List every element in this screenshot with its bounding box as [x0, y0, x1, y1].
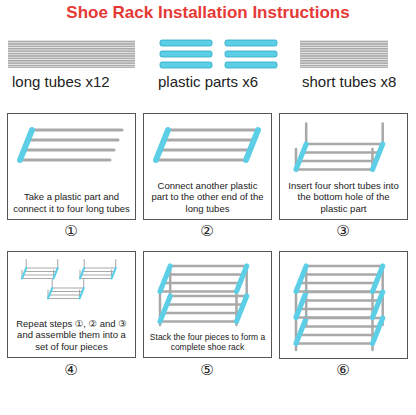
step-panel: Repeat steps ①, ② and ③ and assemble the…	[7, 251, 136, 358]
callout-number: ④	[64, 361, 77, 379]
long-tubes	[8, 40, 135, 68]
page-title: Shoe Rack Installation Instructions	[66, 3, 349, 23]
plastic-parts	[160, 40, 277, 68]
callout-number: ⑥	[336, 361, 349, 379]
step-instruction: Take a plastic part and connect it to fo…	[13, 191, 130, 214]
step-2-figure	[156, 130, 258, 160]
step-3-figure	[296, 124, 383, 170]
step-instruction: Insert four short tubes into the bottom …	[285, 180, 402, 214]
step-panel: Connect another plastic part to the othe…	[143, 113, 272, 220]
step-panel: Take a plastic part and connect it to fo…	[7, 113, 136, 220]
part-label: plastic parts x6	[158, 73, 258, 90]
part-label: short tubes x8	[302, 73, 396, 90]
step-panel: Insert four short tubes into the bottom …	[279, 113, 408, 220]
step-instruction: Connect another plastic part to the othe…	[149, 180, 266, 214]
step-instruction: Repeat steps ①, ② and ③ and assemble the…	[13, 318, 130, 352]
part-label: long tubes x12	[12, 73, 110, 90]
step-instruction: Stack the four pieces to form a complete…	[149, 332, 266, 352]
step-5-figure	[160, 266, 247, 325]
step-6-figure	[280, 252, 408, 359]
step-4-figure	[22, 260, 116, 299]
callout-number: ⑤	[200, 361, 213, 379]
callout-number: ②	[200, 222, 213, 240]
step-1-figure	[20, 130, 122, 160]
callout-number: ①	[64, 222, 77, 240]
short-tubes	[300, 40, 388, 68]
callout-number: ③	[336, 222, 349, 240]
step-panel: Stack the four pieces to form a complete…	[143, 251, 272, 358]
